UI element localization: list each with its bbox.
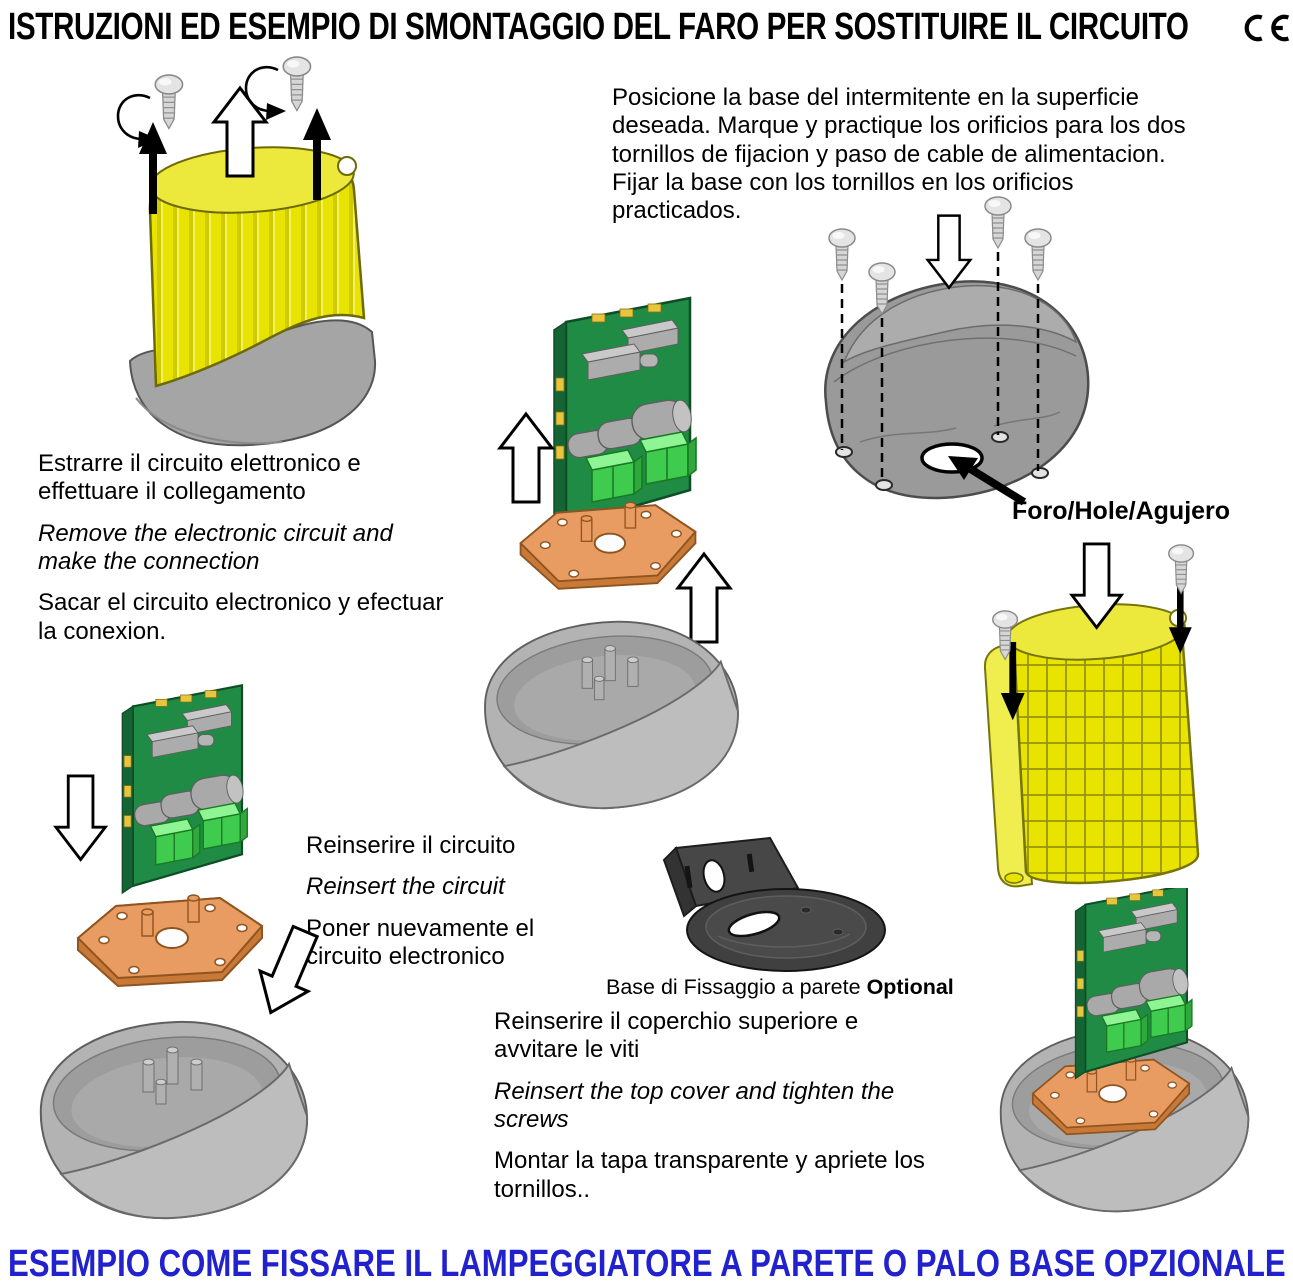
position-base-es: Posicione la base del intermitente en la… [612,84,1186,225]
screw-icon [282,56,312,112]
base-shell [484,620,739,810]
circuit-board [121,684,249,895]
reinsert-circuit-en: Reinsert the circuit [306,873,505,901]
wall-bracket-illustration [662,836,887,973]
screw-icon [984,196,1012,249]
gasket-plate [519,501,697,590]
reinsert-cover-en: Reinsert the top cover and tighten the s… [494,1077,895,1133]
gasket-plate [77,894,263,987]
footer-title: ESEMPIO COME FISSARE IL LAMPEGGIATORE A … [8,1243,1286,1285]
circuit-board [552,296,698,536]
arrow-up-icon [676,552,732,644]
step-reinsert-circuit-text: Reinserire il circuito Reinsert the circ… [306,832,606,971]
cover-notch [337,156,357,176]
wall-base-label-text: Base di Fissaggio a parete [606,975,861,999]
screw-icon [1168,544,1195,595]
reinsert-cover-it: Reinserire il coperchio superiore e avvi… [494,1008,859,1064]
extract-en: Remove the electronic circuit and make t… [38,519,393,575]
circuit-in-base-illustration [999,888,1250,1213]
wall-base-optional: Optional [866,975,954,999]
left-exploded-illustration [39,684,322,1220]
reinsert-cover-es: Montar la tapa transparente y apriete lo… [494,1147,925,1203]
rotate-arrow-icon [116,93,160,150]
arrow-up-icon [498,412,554,504]
screw-icon [154,74,184,130]
beacon-assembled-illustration [116,56,377,447]
wall-bracket [662,836,887,973]
ce-mark-icon [1244,14,1290,42]
reinsert-circuit-es: Poner nuevamente el circuito electronico [306,914,535,970]
extract-es: Sacar el circuito electronico y efectuar… [38,589,444,645]
step-extract-text: Estrarre il circuito elettronico e effet… [38,450,448,646]
base-mounting-illustration [823,196,1090,506]
center-exploded-illustration [484,296,739,810]
yellow-cover-illustration [983,542,1200,888]
page-title: ISTRUZIONI ED ESEMPIO DI SMONTAGGIO DEL … [8,6,1189,48]
cover-side-channel [983,642,1034,888]
screw-guide-lines [840,252,1040,483]
base-shell [39,1020,309,1220]
extract-it: Estrarre il circuito elettronico e effet… [38,450,361,506]
step-position-base-text: Posicione la base del intermitente en la… [612,84,1207,226]
arrow-down-icon [926,214,972,290]
arrow-down-icon [54,774,107,861]
pointer-arrow-icon [948,456,1027,506]
reinsert-circuit-it: Reinserire il circuito [306,832,516,859]
step-reinsert-cover-text: Reinserire il coperchio superiore e avvi… [494,1008,939,1204]
hole-label: Foro/Hole/Agujero [1012,497,1231,525]
screw-icon [1024,228,1052,281]
screw-icon [828,228,856,281]
